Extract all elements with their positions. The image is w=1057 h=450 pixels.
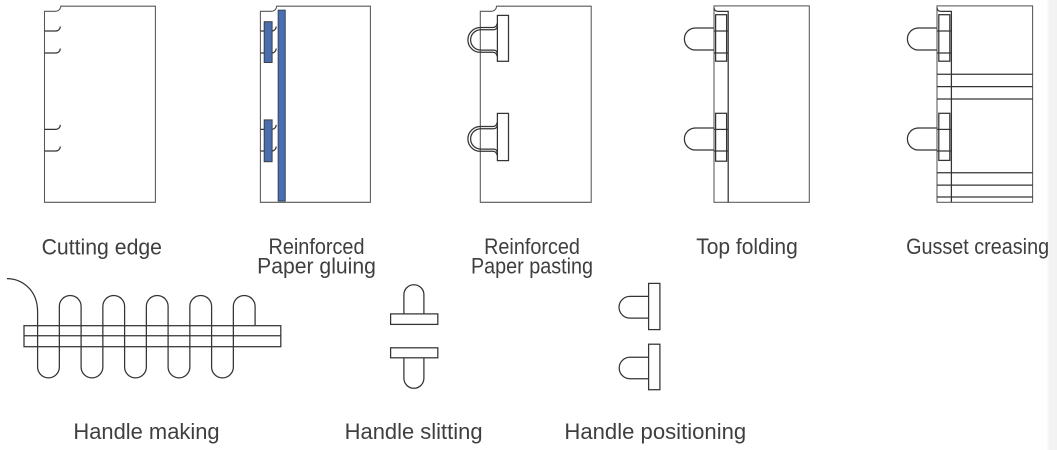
svg-text:Handle slitting: Handle slitting	[345, 419, 483, 444]
svg-text:Paper gluing: Paper gluing	[257, 254, 376, 279]
svg-text:Handle making: Handle making	[73, 419, 219, 444]
svg-text:Handle positioning: Handle positioning	[564, 419, 746, 444]
svg-text:Cutting edge: Cutting edge	[42, 235, 162, 260]
svg-text:Reinforced: Reinforced	[269, 234, 365, 259]
svg-text:Reinforced: Reinforced	[484, 234, 580, 259]
svg-text:Paper pasting: Paper pasting	[471, 254, 593, 279]
svg-text:Top folding: Top folding	[696, 234, 798, 259]
svg-text:Gusset creasing: Gusset creasing	[906, 234, 1049, 259]
